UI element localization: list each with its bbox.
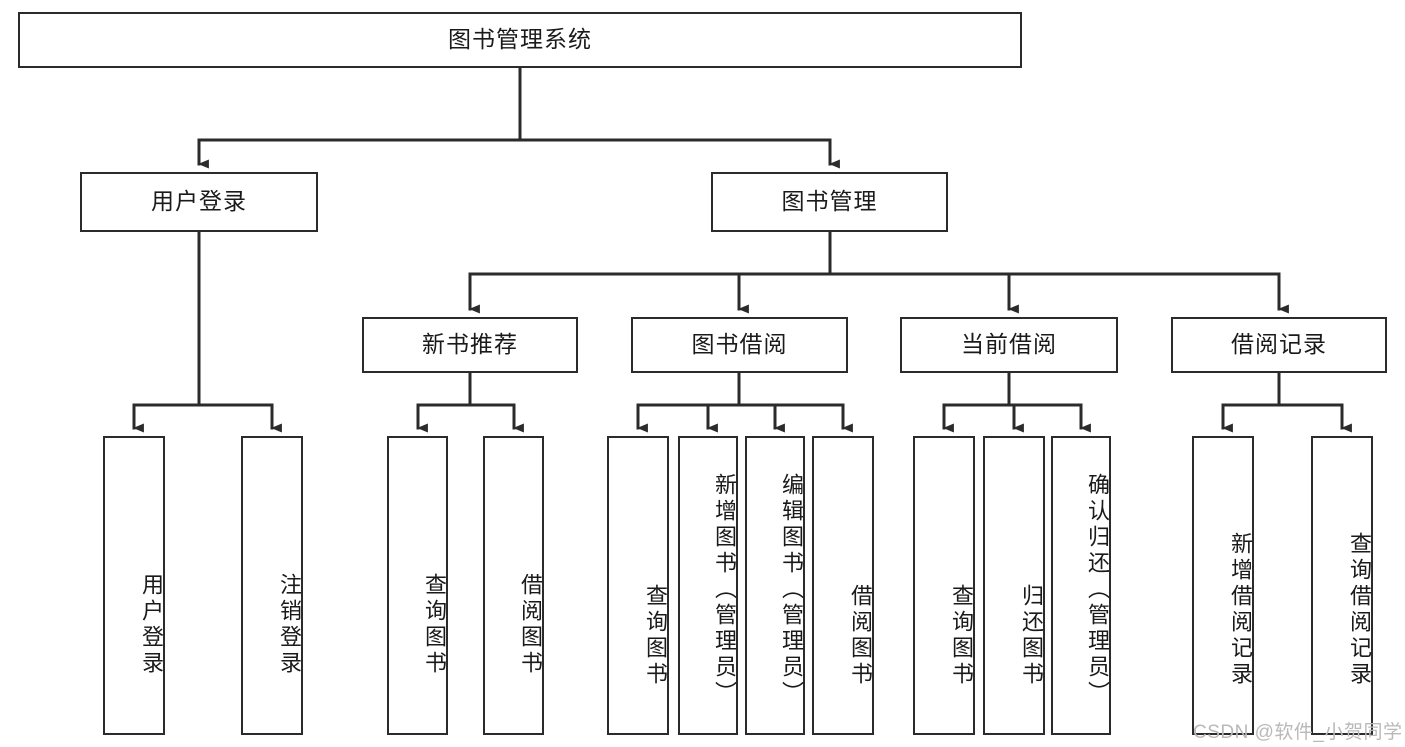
leaf-borrow-book[interactable]: 借阅图书 <box>812 436 874 735</box>
leaf-borrow-book-recommend-label: 借阅图书 <box>518 572 543 677</box>
leaf-add-book-admin-label: 新增图书（管理员） <box>712 472 737 707</box>
leaf-query-book-current[interactable]: 查询图书 <box>913 436 975 735</box>
leaf-confirm-return-admin-label: 确认归还（管理员） <box>1085 472 1110 707</box>
leaf-borrow-book-label: 借阅图书 <box>848 583 873 688</box>
leaf-return-book[interactable]: 归还图书 <box>983 436 1045 735</box>
leaf-edit-book-admin[interactable]: 编辑图书（管理员） <box>745 436 805 735</box>
leaf-logout-label: 注销登录 <box>277 572 302 677</box>
leaf-borrow-book-recommend[interactable]: 借阅图书 <box>483 436 544 735</box>
node-book-borrow-label: 图书借阅 <box>691 331 788 358</box>
leaf-query-book[interactable]: 查询图书 <box>607 436 669 735</box>
leaf-query-borrow-record-label: 查询借阅记录 <box>1347 531 1372 688</box>
node-root-label: 图书管理系统 <box>448 26 592 53</box>
node-new-book-recommend-label: 新书推荐 <box>422 331 518 358</box>
leaf-logout[interactable]: 注销登录 <box>241 436 303 735</box>
node-borrow-record[interactable]: 借阅记录 <box>1171 317 1387 373</box>
node-new-book-recommend[interactable]: 新书推荐 <box>362 317 578 373</box>
leaf-add-borrow-record-label: 新增借阅记录 <box>1228 531 1253 688</box>
leaf-confirm-return-admin[interactable]: 确认归还（管理员） <box>1051 436 1111 735</box>
leaf-add-book-admin[interactable]: 新增图书（管理员） <box>678 436 738 735</box>
leaf-query-book-recommend-label: 查询图书 <box>422 572 447 677</box>
node-current-borrow[interactable]: 当前借阅 <box>900 317 1118 373</box>
leaf-query-book-recommend[interactable]: 查询图书 <box>387 436 448 735</box>
node-current-borrow-label: 当前借阅 <box>961 331 1057 358</box>
leaf-edit-book-admin-label: 编辑图书（管理员） <box>779 472 804 707</box>
leaf-add-borrow-record[interactable]: 新增借阅记录 <box>1192 436 1254 735</box>
leaf-user-login-label: 用户登录 <box>139 572 164 677</box>
node-borrow-record-label: 借阅记录 <box>1231 331 1327 358</box>
node-book-management[interactable]: 图书管理 <box>711 172 948 232</box>
leaf-return-book-label: 归还图书 <box>1019 583 1044 688</box>
leaf-user-login[interactable]: 用户登录 <box>103 436 165 735</box>
csdn-watermark: CSDN @软件_小贺同学 <box>1193 722 1403 743</box>
node-book-borrow[interactable]: 图书借阅 <box>631 317 848 373</box>
leaf-query-borrow-record[interactable]: 查询借阅记录 <box>1311 436 1373 735</box>
node-user-login-label: 用户登录 <box>151 188 247 215</box>
node-root[interactable]: 图书管理系统 <box>18 12 1022 68</box>
node-user-login[interactable]: 用户登录 <box>80 172 318 232</box>
node-book-management-label: 图书管理 <box>781 188 878 215</box>
leaf-query-book-label: 查询图书 <box>643 583 668 688</box>
leaf-query-book-current-label: 查询图书 <box>949 583 974 688</box>
